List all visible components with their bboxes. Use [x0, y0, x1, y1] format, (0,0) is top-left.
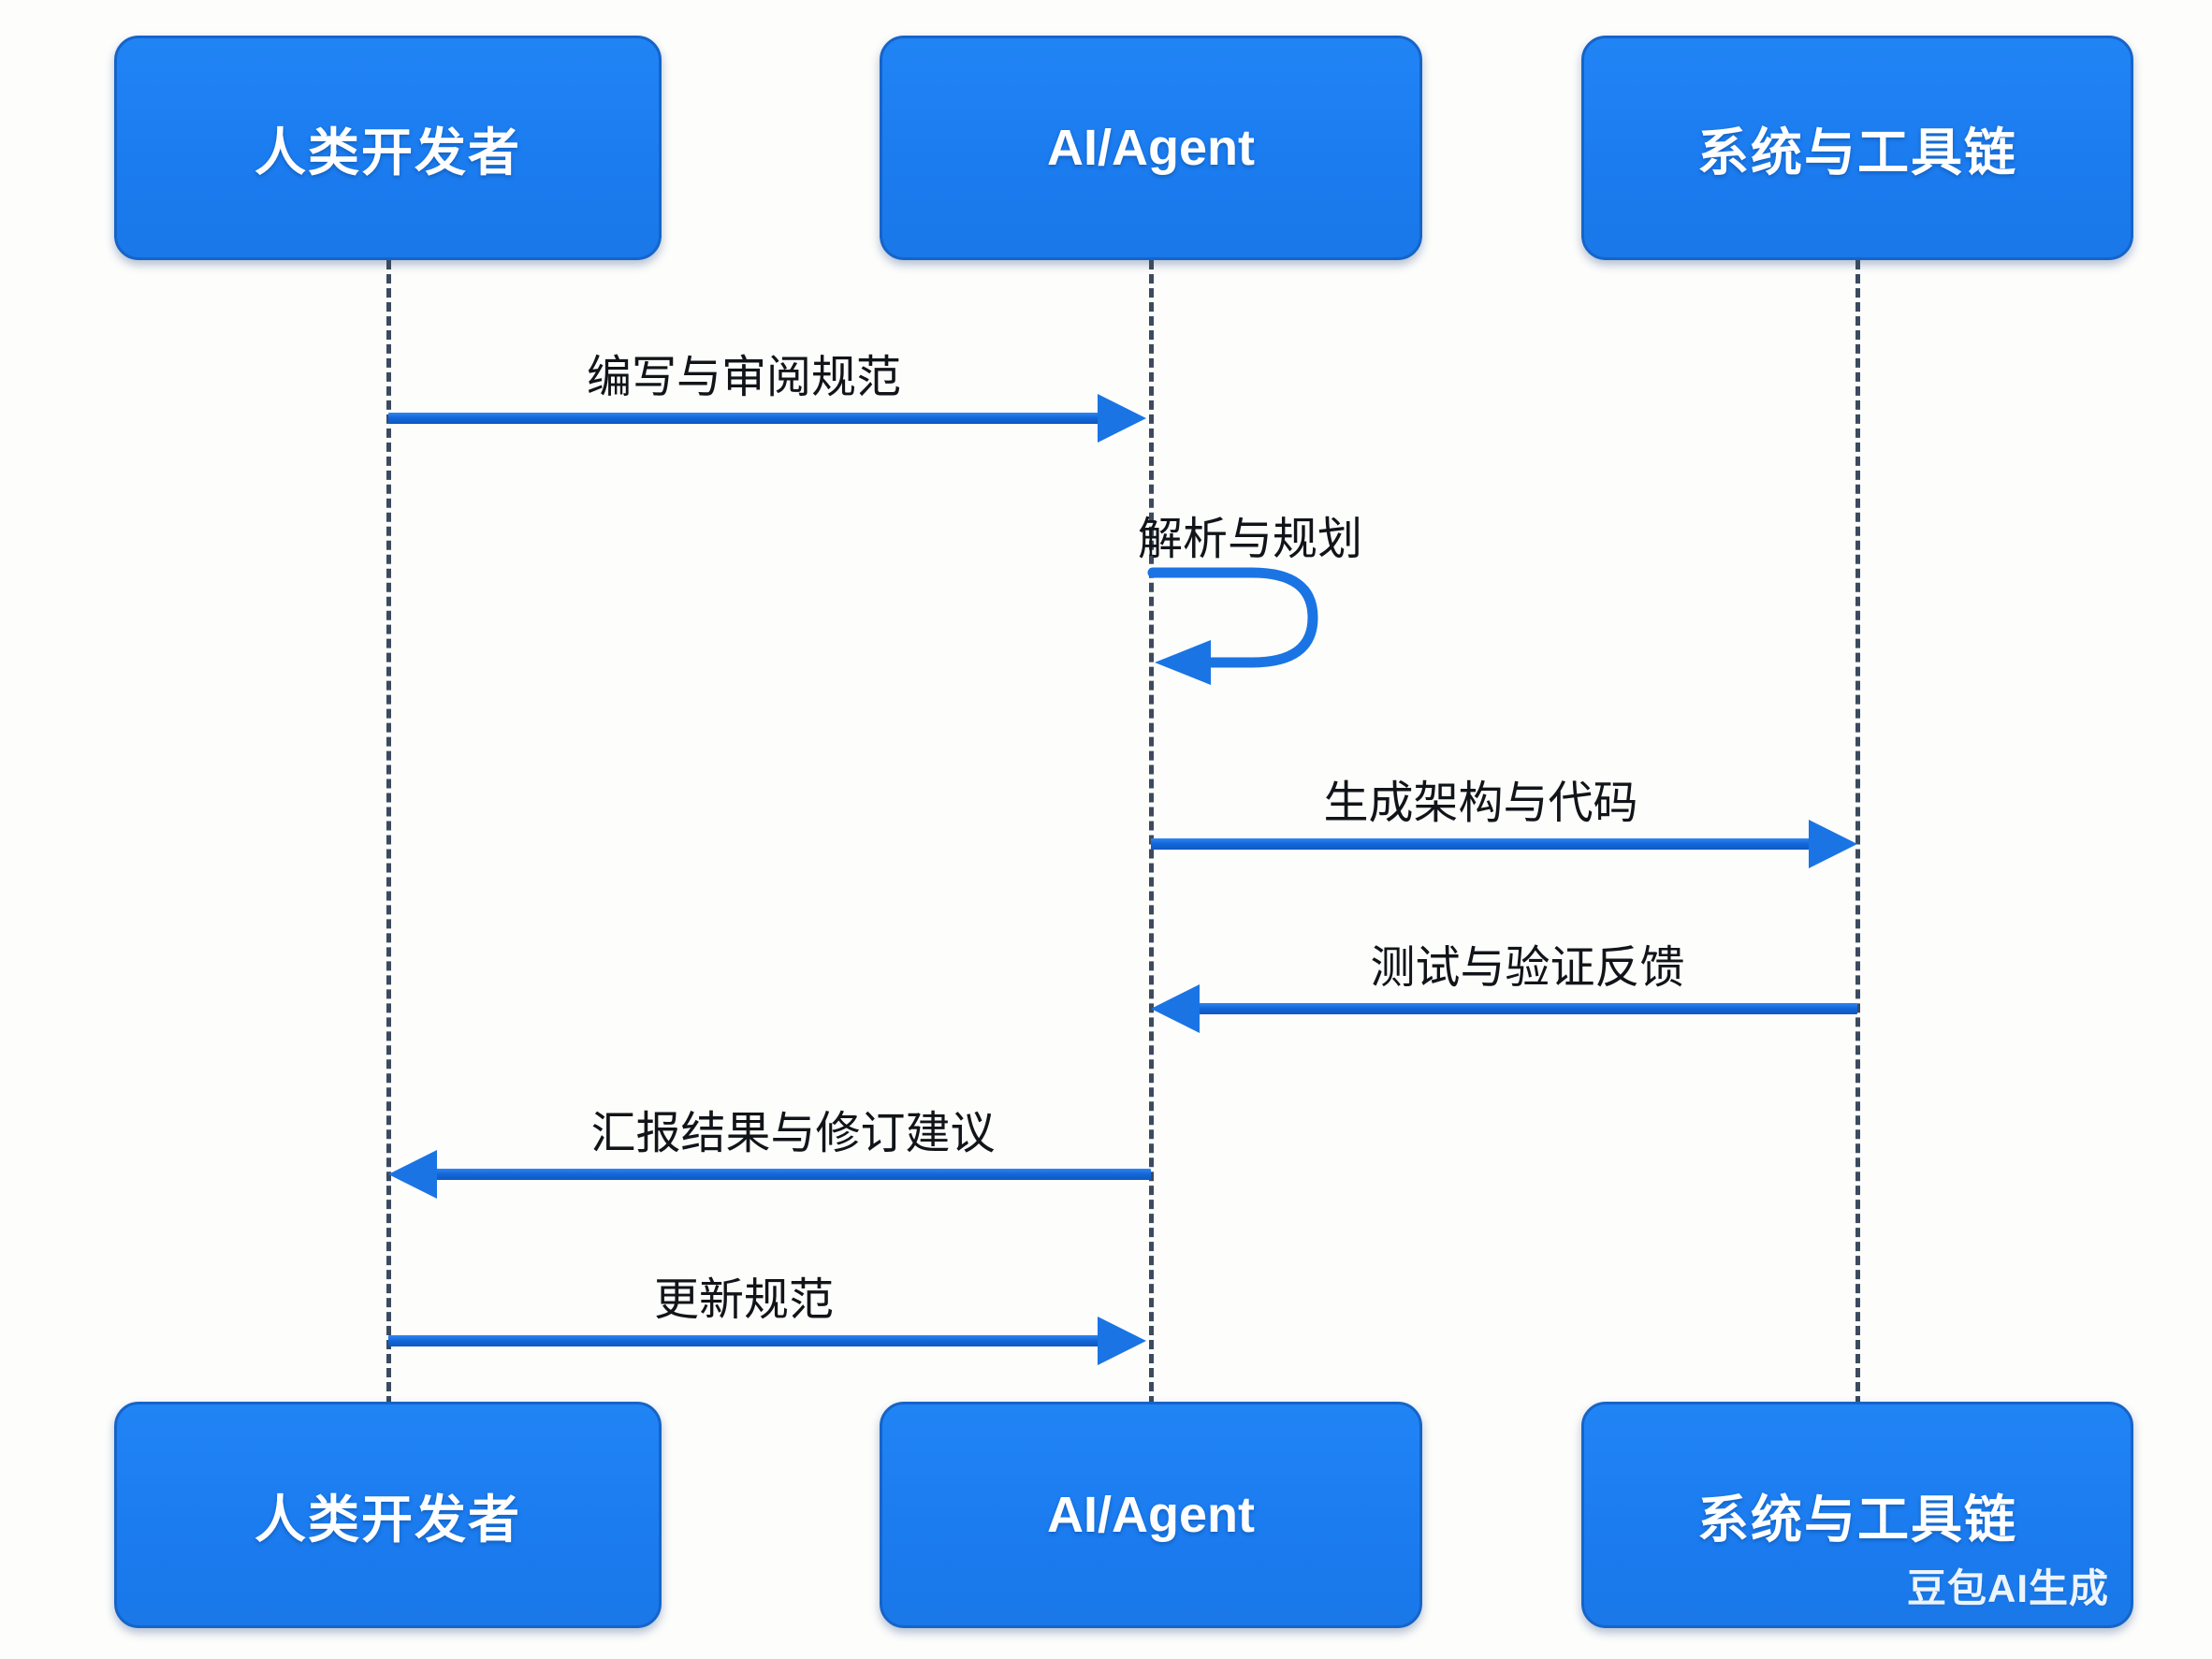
message-self-loop-2[interactable]: 解析与规划 — [1138, 515, 1364, 685]
message-shaft-1 — [388, 413, 1099, 424]
participant-label-agent-top: AI/Agent — [1047, 120, 1255, 176]
arrowhead-right-3 — [1809, 820, 1857, 868]
lifeline-system — [1855, 260, 1860, 1405]
participant-label-agent-bottom: AI/Agent — [1047, 1487, 1255, 1543]
self-loop-icon — [1147, 567, 1318, 685]
lifeline-agent — [1149, 260, 1154, 1405]
lifeline-human — [386, 260, 391, 1405]
participant-label-human-bottom: 人类开发者 — [254, 1491, 521, 1549]
participant-box-system-top[interactable]: 系统与工具链 — [1581, 36, 2133, 260]
message-shaft-4 — [1198, 1003, 1857, 1014]
message-label-5: 汇报结果与修订建议 — [590, 1109, 996, 1158]
arrowhead-left-4 — [1151, 984, 1200, 1033]
message-shaft-5 — [435, 1169, 1151, 1180]
message-label-3: 生成架构与代码 — [1323, 779, 1638, 828]
arrowhead-right-1 — [1098, 394, 1146, 443]
participant-label-system-bottom: 系统与工具链 — [1696, 1491, 2017, 1549]
message-label-4: 测试与验证反馈 — [1370, 943, 1685, 993]
message-shaft-6 — [388, 1335, 1099, 1346]
participant-box-agent-top[interactable]: AI/Agent — [880, 36, 1422, 260]
participant-box-system-bottom[interactable]: 系统与工具链 — [1581, 1402, 2133, 1628]
arrowhead-right-6 — [1098, 1317, 1146, 1365]
participant-label-human-top: 人类开发者 — [254, 124, 521, 182]
participant-label-system-top: 系统与工具链 — [1696, 124, 2017, 182]
participant-box-human-top[interactable]: 人类开发者 — [114, 36, 662, 260]
participant-box-human-bottom[interactable]: 人类开发者 — [114, 1402, 662, 1628]
message-label-6: 更新规范 — [653, 1275, 834, 1325]
message-label-1: 编写与审阅规范 — [586, 353, 901, 402]
participant-box-agent-bottom[interactable]: AI/Agent — [880, 1402, 1422, 1628]
arrowhead-left-5 — [388, 1150, 437, 1199]
message-shaft-3 — [1151, 838, 1811, 850]
message-label-2: 解析与规划 — [1138, 515, 1363, 564]
